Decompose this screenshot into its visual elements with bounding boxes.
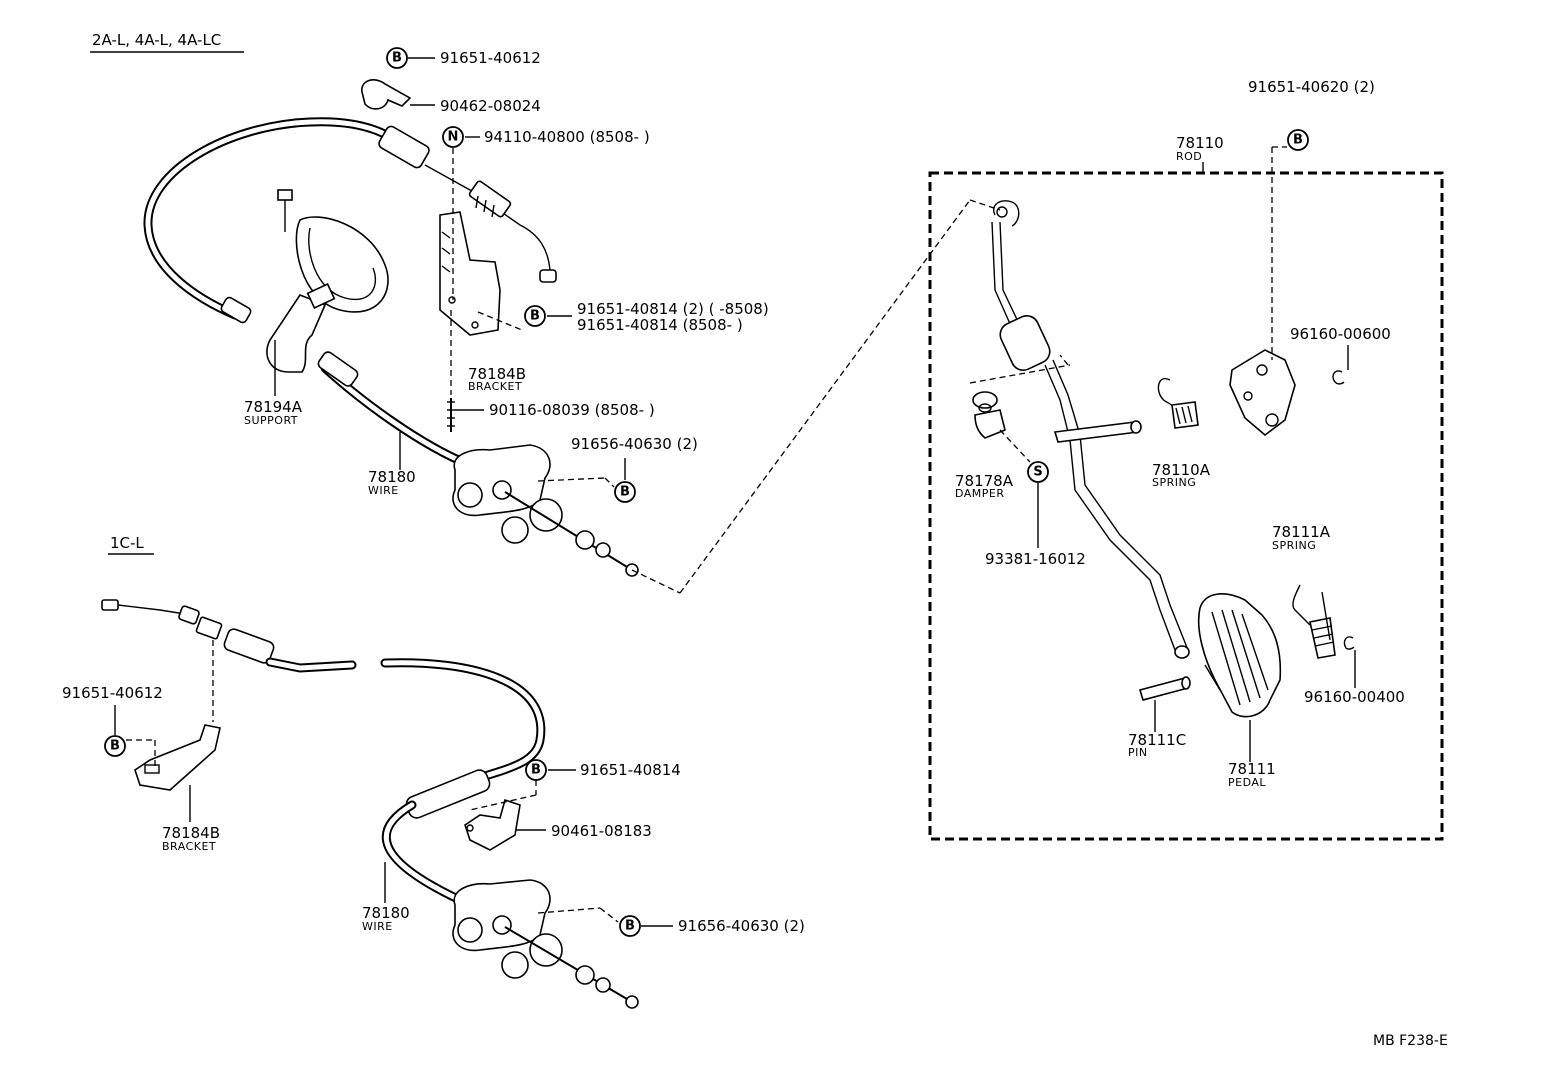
part-number-78111a: 78111A [1272, 523, 1331, 541]
part-number-78110: 78110 [1176, 134, 1224, 152]
callout-90461-08183: 90461-08183 [551, 822, 652, 840]
engine-group-header-b: 1C-L [110, 534, 144, 552]
callout-91656-40630-upper: 91656-40630 (2) [571, 435, 698, 453]
part-name-pin: PIN [1128, 746, 1148, 759]
symbol-b-upper-1: B [386, 47, 408, 69]
support-bracket-78194a [266, 189, 389, 373]
callout-91656-40630-lower: 91656-40630 (2) [678, 917, 805, 935]
callout-91651-40612-upper: 91651-40612 [440, 49, 541, 67]
callout-96160-00600: 96160-00600 [1290, 325, 1391, 343]
callout-94110-40800: 94110-40800 (8508- ) [484, 128, 650, 146]
callout-93381-16012: 93381-16012 [985, 550, 1086, 568]
part-number-78180-upper: 78180 [368, 468, 416, 486]
upper-wire-assembly [317, 351, 639, 577]
symbol-b-pedal: B [1287, 129, 1309, 151]
callout-91651-40620: 91651-40620 (2) [1248, 78, 1375, 96]
lower-wire-assembly [452, 879, 639, 1009]
svg-text:B: B [625, 919, 635, 934]
pedal-bracket [1229, 349, 1296, 437]
svg-text:B: B [531, 763, 541, 778]
damper-78178a [972, 391, 1006, 439]
svg-text:B: B [1293, 133, 1303, 148]
part-name-rod: ROD [1176, 150, 1202, 163]
callout-91651-40612-lower: 91651-40612 [62, 684, 163, 702]
part-number-78180-lower: 78180 [362, 904, 410, 922]
callout-91651-40814-lower: 91651-40814 [580, 761, 681, 779]
part-number-78111: 78111 [1228, 760, 1276, 778]
pedal-assembly-boundary [928, 171, 1444, 841]
part-name-spring-b: SPRING [1272, 539, 1316, 552]
pin-78111c [1138, 676, 1191, 701]
spring-78111a [1292, 584, 1336, 659]
part-number-78194a: 78194A [244, 398, 303, 416]
symbol-s: S [1027, 461, 1049, 483]
part-name-spring-a: SPRING [1152, 476, 1196, 489]
symbol-b-lower-1: B [104, 735, 126, 757]
callout-91651-40814-later: 91651-40814 (8508- ) [577, 316, 743, 334]
callout-91651-40814-2: 91651-40814 (2) ( -8508) [577, 300, 769, 318]
symbol-n: N [442, 126, 464, 148]
e-clip-96160-00400 [1343, 636, 1355, 650]
clip-90462 [361, 79, 412, 110]
bracket-90461 [464, 798, 521, 851]
callout-96160-00400: 96160-00400 [1304, 688, 1405, 706]
svg-text:B: B [392, 51, 402, 66]
symbol-b-upper-2: B [524, 305, 546, 327]
part-number-78111c: 78111C [1128, 731, 1186, 749]
part-number-78178a: 78178A [955, 472, 1014, 490]
figure-code: MB F238-E [1373, 1033, 1448, 1049]
symbol-b-lower-3: B [619, 915, 641, 937]
e-clip-96160-00600 [1332, 370, 1345, 385]
callout-90116-08039: 90116-08039 (8508- ) [489, 401, 655, 419]
lower-throttle-cable [101, 599, 546, 905]
engine-group-header-a: 2A-L, 4A-L, 4A-LC [92, 31, 221, 49]
symbol-b-lower-2: B [525, 759, 547, 781]
symbol-b-upper-3: B [614, 481, 636, 503]
pedal-rod [991, 200, 1190, 659]
svg-text:B: B [620, 485, 630, 500]
callout-90462-08024: 90462-08024 [440, 97, 541, 115]
part-name-wire-upper: WIRE [368, 484, 399, 497]
part-name-support: SUPPORT [244, 414, 298, 427]
svg-text:B: B [110, 739, 120, 754]
svg-text:N: N [448, 130, 459, 145]
part-number-78184b-lower: 78184B [162, 824, 220, 842]
accelerator-pedal-78111 [1197, 593, 1282, 718]
bolt-90116 [447, 398, 455, 432]
pivot-shaft [1053, 420, 1142, 443]
part-number-78110a: 78110A [1152, 461, 1211, 479]
svg-text:S: S [1033, 465, 1042, 480]
part-name-bracket-upper: BRACKET [468, 380, 522, 393]
bracket-78184b-lower [134, 724, 221, 791]
part-name-wire-lower: WIRE [362, 920, 393, 933]
svg-text:B: B [530, 309, 540, 324]
part-name-pedal: PEDAL [1228, 776, 1266, 789]
part-name-bracket-lower: BRACKET [162, 840, 216, 853]
upper-throttle-cable [143, 117, 557, 324]
spring-78110a [1157, 378, 1199, 429]
part-name-damper: DAMPER [955, 487, 1005, 500]
part-number-78184b-upper: 78184B [468, 365, 526, 383]
bracket-78184b-upper [439, 211, 501, 336]
